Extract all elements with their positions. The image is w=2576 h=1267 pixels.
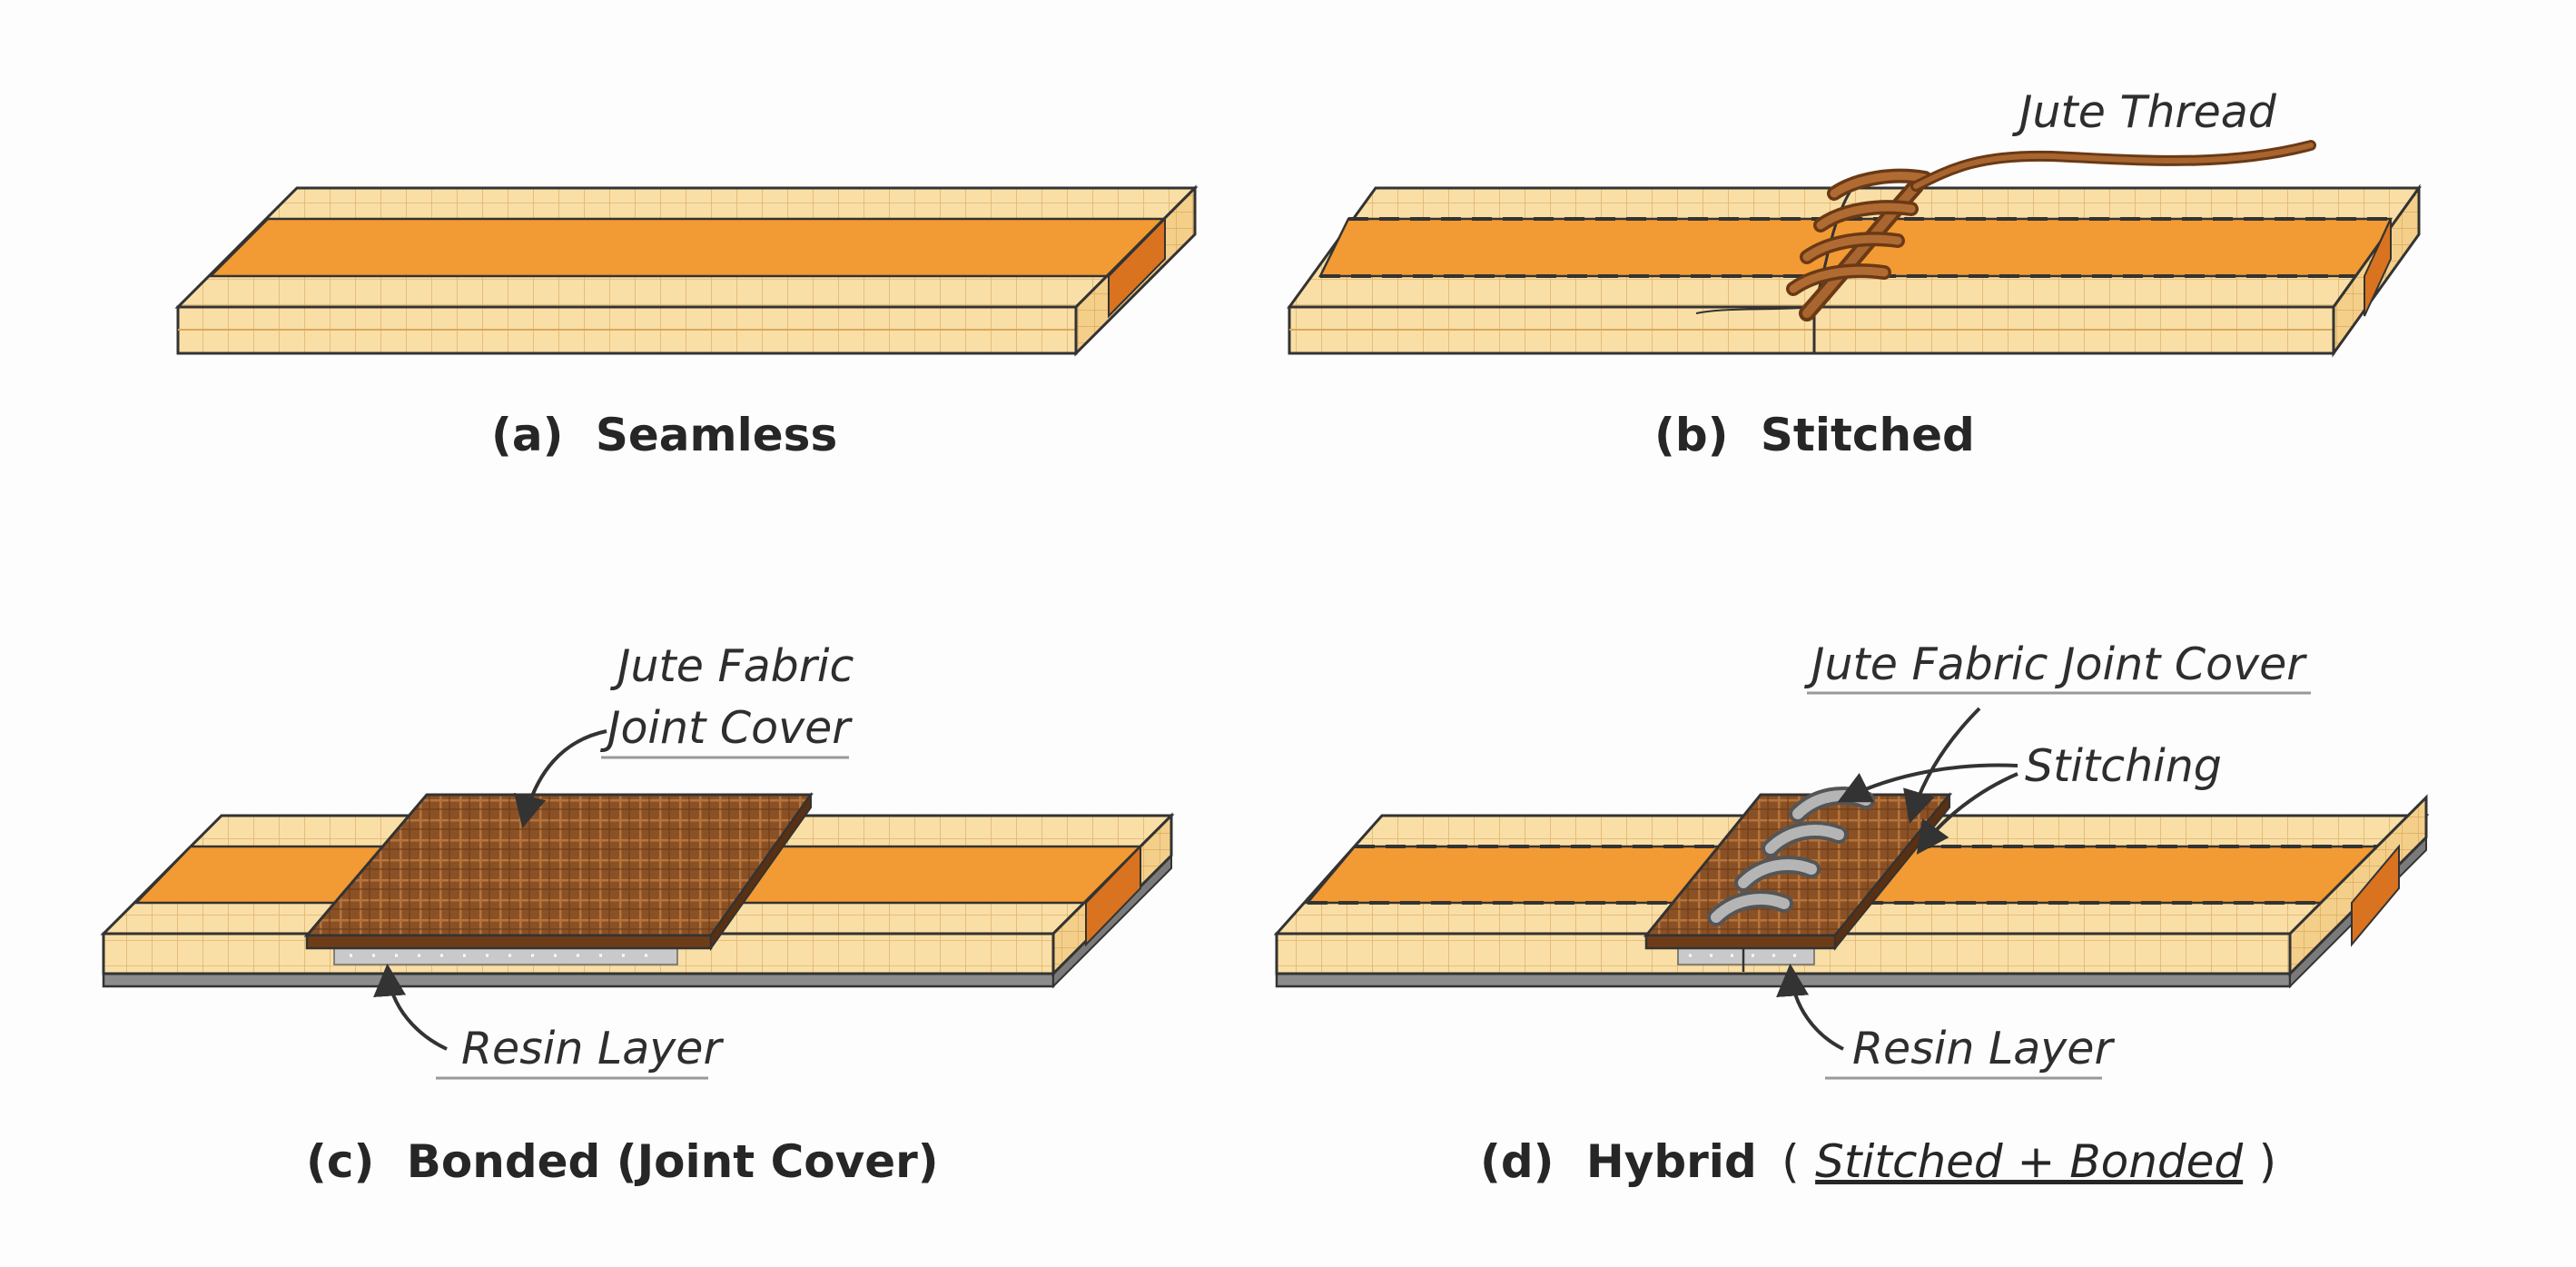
panel-d-title: Hybrid xyxy=(1586,1135,1757,1188)
svg-text:(b) Stitched: (b) Stitched xyxy=(1654,409,1975,461)
panel-c-title: Bonded (Joint Cover) xyxy=(407,1135,939,1188)
panel-d-hybrid: Jute Fabric Joint Cover Stitching Resin … xyxy=(1273,638,2430,1188)
resin-layer-arrow xyxy=(373,963,448,1051)
jute-thread xyxy=(1786,140,2316,322)
jute-fabric-callout-line2: Joint Cover xyxy=(599,702,853,754)
hybrid-resin-layer-arrow xyxy=(1776,963,1844,1051)
hybrid-resin-layer-callout: Resin Layer xyxy=(1852,1023,2115,1074)
jute-fabric-joint-cover xyxy=(303,791,814,952)
panel-d-paren-open: ( xyxy=(1781,1135,1800,1188)
panel-d-paren-close: ) xyxy=(2259,1135,2277,1188)
hybrid-jute-fabric-arrow xyxy=(1903,707,1981,824)
hybrid-jute-fabric-callout: Jute Fabric Joint Cover xyxy=(1803,638,2307,690)
svg-text:(d) Hybrid (: (d) Hybrid ( Stitched + Bonded ) xyxy=(1480,1135,2276,1188)
panel-d-label: (d) xyxy=(1480,1135,1554,1188)
panel-c-label: (c) xyxy=(306,1135,374,1188)
jute-fabric-callout-line1: Jute Fabric xyxy=(609,640,854,692)
panel-a-seamless: (a) Seamless xyxy=(174,184,1199,461)
seamless-plank xyxy=(174,184,1199,357)
stitching-arrow-2 xyxy=(1916,772,2018,855)
svg-text:(c) Bonded (Joint Cover): (c) Bonded (Joint Cover) xyxy=(306,1135,939,1188)
joint-cover-arrow xyxy=(514,729,607,829)
jute-thread-callout: Jute Thread xyxy=(2011,86,2277,138)
panel-c-bonded: Jute Fabric Joint Cover Resin Layer (c) … xyxy=(100,640,1175,1188)
resin-layer-callout: Resin Layer xyxy=(461,1023,724,1074)
panel-d-title-italic: Stitched + Bonded xyxy=(1815,1135,2243,1188)
stitching-callout: Stitching xyxy=(2025,740,2222,792)
panel-a-label: (a) xyxy=(491,409,563,461)
panel-a-title: Seamless xyxy=(596,409,837,461)
panel-b-stitched: Jute Thread (b) Stitched xyxy=(1287,86,2422,461)
panel-b-label: (b) xyxy=(1654,409,1729,461)
svg-text:(a) Seamless: (a) Seamless xyxy=(491,409,837,461)
stitching-arrow-1 xyxy=(1837,763,2018,803)
panel-b-title: Stitched xyxy=(1761,409,1975,461)
